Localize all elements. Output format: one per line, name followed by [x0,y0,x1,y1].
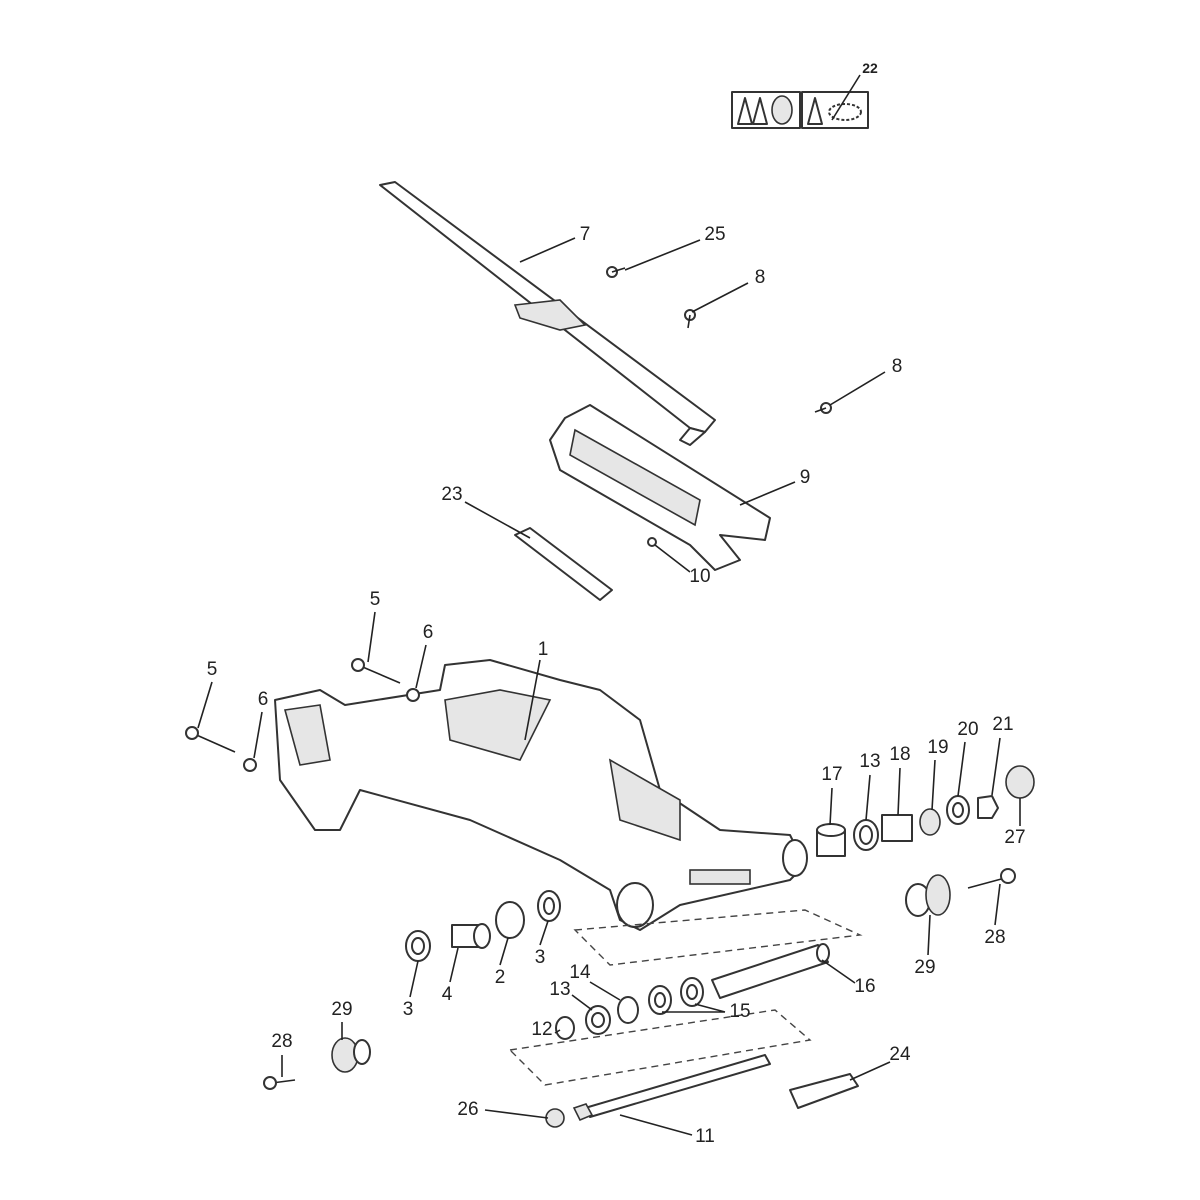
callout-16: 16 [854,976,876,997]
callout-13: 13 [859,751,881,772]
warning-icons-kit [731,91,869,129]
callout-1: 1 [537,639,549,660]
callout-5: 5 [369,589,381,610]
callout-19: 19 [927,737,949,758]
left-bushings [405,890,561,962]
callout-2: 2 [494,967,506,988]
callout-9: 9 [799,467,811,488]
pivot-bolts [185,658,420,772]
part-23-slider [514,527,613,601]
callout-6: 6 [257,689,269,710]
axle [545,1054,859,1128]
callout-5: 5 [206,659,218,680]
spindle-and-washers [263,943,830,1090]
callout-3: 3 [534,947,546,968]
callout-29: 29 [914,957,936,978]
callout-25: 25 [704,224,726,245]
callout-23: 23 [441,484,463,505]
callout-29: 29 [331,999,353,1020]
leader-lines [197,74,1021,1136]
callout-8: 8 [754,267,766,288]
part-swingarm [274,659,808,931]
callout-14: 14 [569,962,591,983]
callout-20: 20 [957,719,979,740]
callout-3: 3 [402,999,414,1020]
callout-8: 8 [891,356,903,377]
callout-13: 13 [549,979,571,1000]
callout-7: 7 [579,224,591,245]
callout-26: 26 [457,1099,479,1120]
callout-4: 4 [441,984,453,1005]
callout-22: 22 [862,60,878,76]
callout-27: 27 [1004,827,1026,848]
callout-6: 6 [422,622,434,643]
callout-28: 28 [984,927,1006,948]
callout-21: 21 [992,714,1014,735]
callout-28: 28 [271,1031,293,1052]
part-chain-guard-upper [379,181,716,446]
bolts-small [606,266,832,547]
right-bushings [816,765,1035,917]
callout-12: 12 [531,1019,553,1040]
callout-24: 24 [889,1044,911,1065]
callout-18: 18 [889,744,911,765]
callout-17: 17 [821,764,843,785]
callout-10: 10 [689,566,711,587]
callout-11: 11 [695,1126,715,1147]
callout-15: 15 [729,1001,751,1022]
